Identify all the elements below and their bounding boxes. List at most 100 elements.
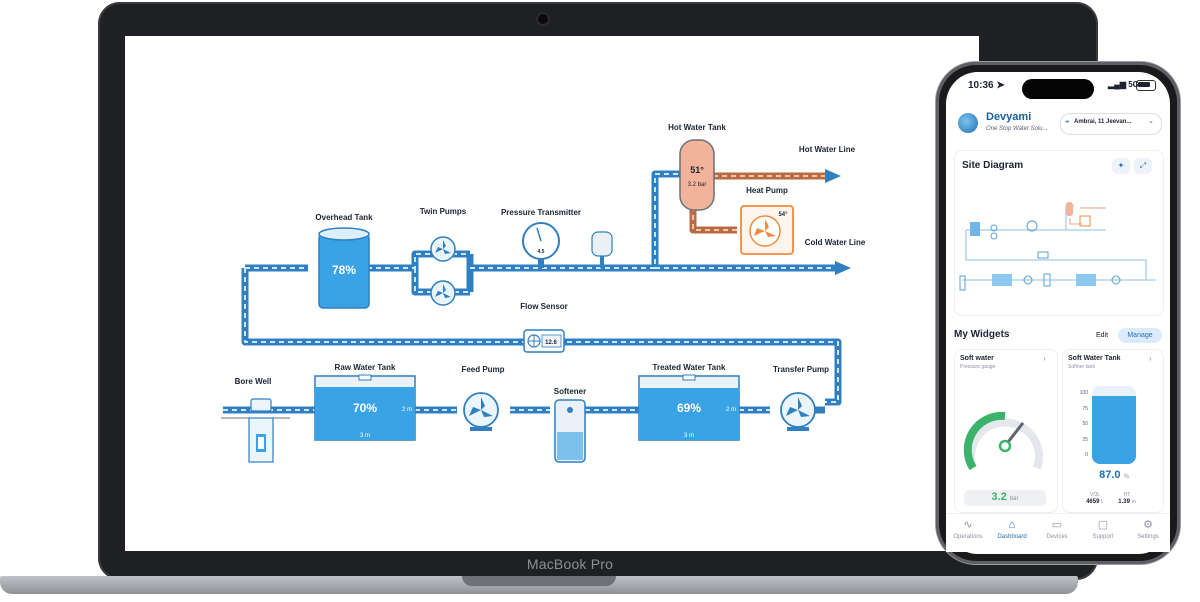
widgets-title: My Widgets [954, 329, 1010, 340]
site-diagram: 78% Overhead Tank Twin Pumps 4.5 Pressur… [221, 123, 866, 463]
pressure-transmitter-label: Pressure Transmitter [501, 208, 581, 217]
treated-width: 3 m [684, 433, 694, 439]
brand-logo [958, 113, 978, 133]
heat-pump: 54° [740, 205, 794, 255]
laptop-notch [462, 576, 616, 586]
tank-scale: 100 75 50 25 0 [1068, 386, 1088, 464]
signal-icon: ▂▄▆ [1108, 80, 1126, 89]
tab-operations[interactable]: ∿Operations [946, 518, 990, 540]
site-diagram-thumbnail [959, 202, 1156, 291]
transfer-pump-label: Transfer Pump [773, 365, 829, 374]
status-network: ▂▄▆ 5G [1108, 80, 1139, 89]
tank-fill [1092, 396, 1136, 464]
widget-title: Soft water [960, 355, 994, 362]
battery-level [1138, 82, 1150, 87]
brand-name: Devyami [986, 111, 1032, 123]
tab-dashboard[interactable]: ⌂Dashboard [990, 518, 1034, 540]
pressure-transmitter: 4.5 [522, 222, 560, 268]
raw-water-tank: 70% 2 m 3 m [314, 374, 416, 441]
tab-devices[interactable]: ▭Devices [1035, 518, 1079, 540]
expand-icon: ⤢ [1139, 161, 1147, 170]
hot-water-tank-label: Hot Water Tank [668, 123, 726, 132]
tick-label: 100 [1079, 390, 1088, 396]
home-icon: ⌂ [1008, 519, 1016, 531]
softener [554, 399, 586, 463]
expand-button[interactable]: ⤢ [1134, 158, 1152, 174]
vol-label: VOL [1089, 492, 1100, 498]
tank-gauge [1092, 386, 1136, 464]
tank-value: 87.0 % [1099, 469, 1129, 481]
treated-height: 2 m [726, 407, 736, 413]
chat-icon: ▢ [1097, 519, 1109, 531]
treated-level: 69% [677, 401, 701, 415]
camera-icon [538, 14, 548, 24]
flow-sensor: 12.6 [523, 329, 565, 353]
flow-reading: 12.6 [545, 340, 557, 346]
tick-label: 0 [1085, 452, 1088, 458]
widget-subtitle: Softner tank [1068, 364, 1095, 370]
hot-tank-temp: 51° [690, 165, 704, 175]
vol-value: 4659 L [1086, 499, 1104, 505]
edit-button[interactable]: Edit [1095, 332, 1109, 339]
softener-label: Softener [554, 387, 586, 396]
map-pin-icon: ⌖ [1065, 117, 1070, 126]
pressure-reading: 4.5 [538, 249, 545, 255]
treated-water-tank-label: Treated Water Tank [653, 363, 726, 372]
overhead-level: 78% [332, 263, 356, 277]
flow-sensor-label: Flow Sensor [520, 302, 568, 311]
brand-tagline: One Stop Water Solu... [986, 126, 1048, 132]
ht-label: HT [1123, 492, 1131, 498]
widget-subtitle: Pressure gauge [960, 364, 996, 370]
tick-label: 75 [1082, 405, 1088, 412]
chevron-right-icon: › [1149, 354, 1152, 363]
location-arrow-icon: ➤ [996, 80, 1005, 91]
treated-water-tank: 69% 2 m 3 m [638, 374, 740, 441]
locate-button[interactable]: ✦ [1112, 158, 1130, 174]
chevron-right-icon: › [1043, 354, 1046, 363]
site-diagram-card[interactable] [954, 150, 1164, 316]
hot-water-tank: 51° 3.2 bar [679, 139, 715, 211]
overhead-tank-label: Overhead Tank [315, 213, 373, 222]
status-time: 10:36 ➤ [968, 80, 1005, 91]
gauge-value: 3.2 bar [991, 491, 1019, 503]
site-diagram-title: Site Diagram [962, 160, 1024, 171]
heat-pump-temp: 54° [778, 212, 788, 218]
overhead-tank: 78% [318, 227, 370, 309]
tab-support[interactable]: ▢Support [1081, 518, 1125, 540]
cold-line-arrow [835, 261, 851, 275]
laptop-brand: MacBook Pro [526, 556, 614, 572]
location-selector[interactable] [1060, 113, 1162, 135]
laptop-screen: 78% Overhead Tank Twin Pumps 4.5 Pressur… [125, 36, 979, 551]
tick-label: 50 [1082, 421, 1088, 427]
tab-settings[interactable]: ⚙Settings [1126, 518, 1170, 540]
location-text: Ambrai, 11 Jeevan... [1074, 119, 1132, 125]
raw-water-tank-label: Raw Water Tank [335, 363, 396, 372]
pulse-icon: ∿ [963, 519, 973, 531]
tab-bar [946, 513, 1170, 552]
bore-well [221, 398, 290, 463]
widget-title: Soft Water Tank [1068, 355, 1121, 362]
twin-pumps-label: Twin Pumps [420, 207, 467, 216]
expansion-vessel [591, 231, 613, 268]
hot-tank-pressure: 3.2 bar [688, 182, 707, 188]
raw-level: 70% [353, 401, 377, 415]
gauge-readout [964, 490, 1046, 506]
battery-icon [1136, 80, 1156, 91]
monitor-icon: ▭ [1051, 519, 1063, 531]
crosshair-icon: ✦ [1117, 161, 1125, 170]
hot-water-line-label: Hot Water Line [799, 145, 856, 154]
dynamic-island [1022, 79, 1094, 99]
chevron-down-icon: ⌄ [1148, 118, 1154, 125]
transfer-pump [780, 392, 816, 431]
raw-height: 2 m [402, 407, 412, 413]
hot-line-arrow [825, 169, 841, 183]
hot-pipe-flow [692, 175, 825, 231]
widget-soft-water-tank[interactable] [1062, 349, 1164, 513]
twin-pumps [430, 236, 456, 306]
manage-button[interactable]: Manage [1118, 328, 1162, 343]
ht-value: 1.39 m [1118, 499, 1136, 505]
tick-label: 25 [1082, 436, 1088, 443]
bore-well-label: Bore Well [235, 377, 272, 386]
raw-width: 3 m [360, 433, 370, 439]
feed-pump-label: Feed Pump [461, 365, 504, 374]
